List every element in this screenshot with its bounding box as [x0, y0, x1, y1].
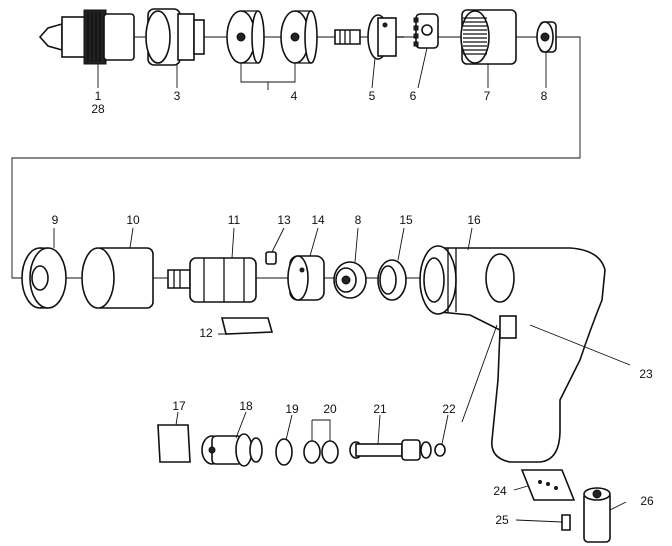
part-25-screw [561, 514, 571, 531]
part-14-end-plate [287, 255, 325, 301]
label-14: 14 [311, 213, 325, 227]
label-11: 11 [228, 213, 241, 227]
assembly-centerline [11, 36, 581, 279]
part-13-pin [265, 251, 277, 265]
label-25: 25 [495, 513, 509, 527]
label-8-mid: 8 [355, 213, 362, 227]
part-22-o-ring [434, 443, 446, 457]
label-22: 22 [442, 402, 456, 416]
label-26: 26 [640, 494, 654, 508]
part-5-spindle [334, 14, 404, 60]
label-5: 5 [369, 89, 376, 103]
part-6-gear [413, 13, 439, 49]
label-24: 24 [493, 484, 507, 498]
label-21: 21 [373, 402, 387, 416]
part-7-gear-housing [460, 9, 517, 65]
label-18: 18 [239, 399, 253, 413]
label-16: 16 [467, 213, 481, 227]
label-7: 7 [484, 89, 491, 103]
part-19-o-ring [275, 438, 293, 466]
label-4: 4 [291, 89, 298, 103]
part-12-vane [220, 317, 274, 335]
part-4-discs [226, 10, 318, 64]
part-26-air-inlet [583, 487, 611, 543]
label-19: 19 [285, 402, 299, 416]
label-28: 28 [91, 102, 105, 116]
label-9: 9 [52, 213, 59, 227]
label-13: 13 [277, 213, 291, 227]
part-3-housing [145, 8, 205, 66]
part-9-ring [21, 247, 67, 309]
label-10: 10 [126, 213, 140, 227]
part-16-body [419, 245, 606, 463]
part-21-throttle-shaft [349, 439, 432, 461]
part-10-cylinder [81, 247, 154, 309]
leaders-row-3 [175, 324, 627, 523]
part-8-bearing-top [536, 21, 557, 53]
part-17-sleeve [157, 424, 191, 463]
part-24-plate [520, 469, 576, 501]
part-8-bearing-mid [333, 261, 367, 299]
part-20-o-rings [303, 440, 339, 464]
label-23: 23 [639, 367, 653, 381]
leaders-row-2 [53, 227, 631, 366]
part-15-ring [377, 259, 407, 301]
leaders-row-1 [97, 47, 547, 90]
label-20: 20 [323, 402, 337, 416]
label-6: 6 [410, 89, 417, 103]
label-12: 12 [199, 326, 213, 340]
part-11-rotor [167, 257, 257, 303]
part-18-valve [201, 433, 263, 467]
label-8-top: 8 [541, 89, 548, 103]
label-1: 1 [95, 89, 102, 103]
part-1-chuck [38, 9, 135, 65]
label-3: 3 [174, 89, 181, 103]
label-15: 15 [399, 213, 413, 227]
label-17: 17 [172, 399, 186, 413]
